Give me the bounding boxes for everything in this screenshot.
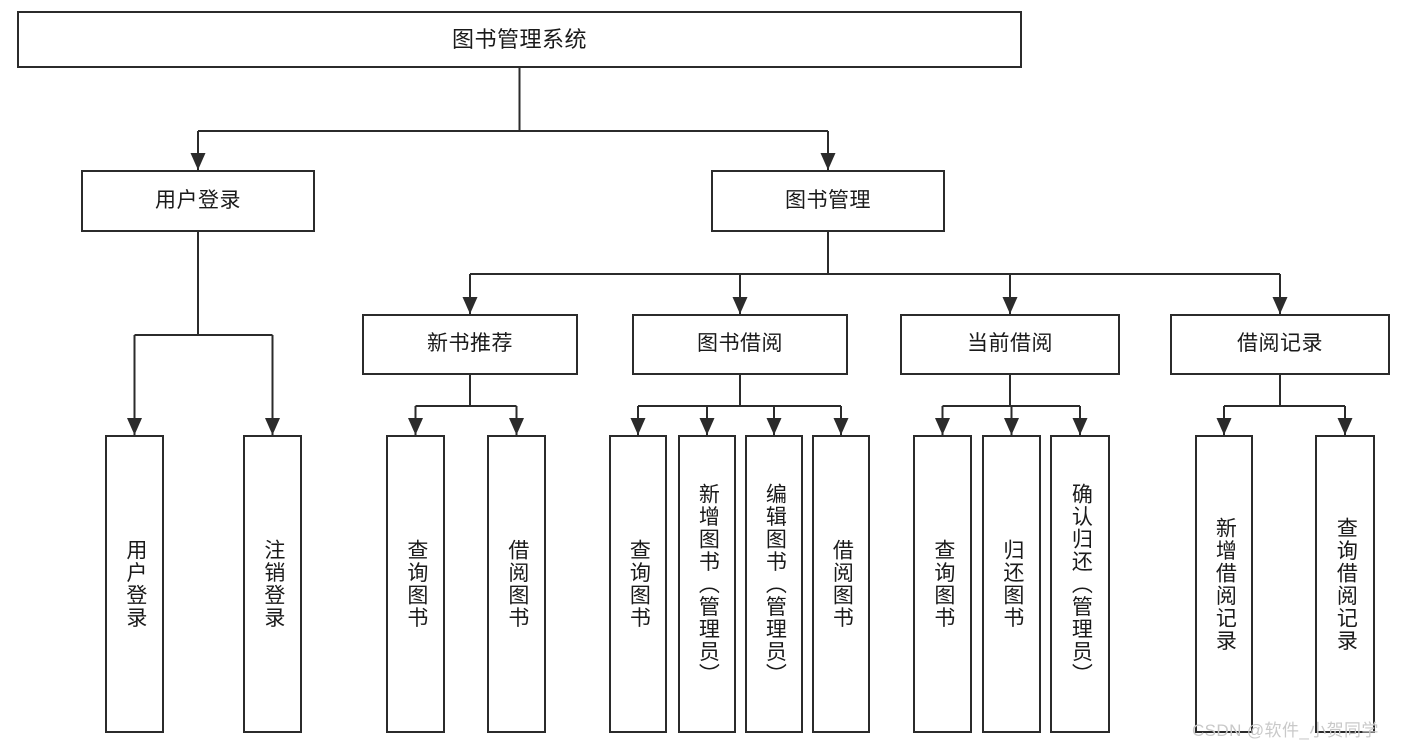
arrowhead-icon bbox=[1272, 297, 1288, 314]
arrowhead-icon bbox=[190, 153, 206, 170]
arrowhead-icon bbox=[127, 418, 142, 435]
node-label: 图书借阅 bbox=[697, 332, 783, 356]
node-l2-newbook[interactable]: 新书推荐 bbox=[362, 314, 578, 375]
node-label: 查询图书 bbox=[404, 539, 428, 629]
node-label: 查询图书 bbox=[627, 539, 651, 629]
node-label: 查询借阅记录 bbox=[1334, 516, 1358, 652]
arrowhead-icon bbox=[1072, 418, 1088, 435]
node-leaf-bo-add[interactable]: 新增图书（管理员） bbox=[678, 435, 736, 733]
node-leaf-new-borrow[interactable]: 借阅图书 bbox=[487, 435, 546, 733]
node-label: 用户登录 bbox=[123, 539, 147, 629]
node-label: 新书推荐 bbox=[427, 332, 513, 356]
node-root[interactable]: 图书管理系统 bbox=[17, 11, 1022, 68]
arrowhead-icon bbox=[462, 297, 478, 314]
node-label: 新增借阅记录 bbox=[1213, 516, 1237, 652]
node-label: 当前借阅 bbox=[967, 332, 1053, 356]
node-label: 新增图书（管理员） bbox=[696, 482, 720, 686]
arrowhead-icon bbox=[699, 418, 715, 435]
arrowhead-icon bbox=[265, 418, 280, 435]
node-leaf-bo-edit[interactable]: 编辑图书（管理员） bbox=[745, 435, 803, 733]
node-label: 图书管理 bbox=[785, 188, 871, 212]
node-l2-borrow[interactable]: 图书借阅 bbox=[632, 314, 848, 375]
node-l2-current[interactable]: 当前借阅 bbox=[900, 314, 1120, 375]
node-leaf-bo-query[interactable]: 查询图书 bbox=[609, 435, 667, 733]
node-label: 借阅记录 bbox=[1237, 332, 1323, 356]
node-label: 借阅图书 bbox=[505, 539, 529, 629]
node-leaf-user-login[interactable]: 用户登录 bbox=[105, 435, 164, 733]
node-leaf-cur-return[interactable]: 归还图书 bbox=[982, 435, 1041, 733]
node-label: 查询图书 bbox=[931, 539, 955, 629]
node-leaf-rec-add[interactable]: 新增借阅记录 bbox=[1195, 435, 1253, 733]
node-leaf-cur-query[interactable]: 查询图书 bbox=[913, 435, 972, 733]
node-label: 确认归还（管理员） bbox=[1069, 482, 1093, 686]
arrowhead-icon bbox=[766, 418, 782, 435]
node-l1-book[interactable]: 图书管理 bbox=[711, 170, 945, 232]
node-leaf-cur-confirm[interactable]: 确认归还（管理员） bbox=[1050, 435, 1110, 733]
arrowhead-icon bbox=[935, 418, 950, 435]
node-leaf-user-logout[interactable]: 注销登录 bbox=[243, 435, 302, 733]
arrowhead-icon bbox=[630, 418, 646, 435]
watermark-text: CSDN @软件_小贺同学 bbox=[1192, 721, 1379, 740]
arrowhead-icon bbox=[833, 418, 849, 435]
node-label: 用户登录 bbox=[155, 188, 241, 212]
node-l2-record[interactable]: 借阅记录 bbox=[1170, 314, 1390, 375]
arrowhead-icon bbox=[509, 418, 524, 435]
node-label: 归还图书 bbox=[1000, 539, 1024, 629]
arrowhead-icon bbox=[732, 297, 748, 314]
arrowhead-icon bbox=[408, 418, 423, 435]
arrowhead-icon bbox=[1216, 418, 1232, 435]
arrowhead-icon bbox=[1002, 297, 1018, 314]
node-label: 图书管理系统 bbox=[451, 26, 587, 52]
node-leaf-rec-query[interactable]: 查询借阅记录 bbox=[1315, 435, 1375, 733]
node-leaf-new-query[interactable]: 查询图书 bbox=[386, 435, 445, 733]
node-label: 注销登录 bbox=[261, 539, 285, 629]
node-l1-user[interactable]: 用户登录 bbox=[81, 170, 315, 232]
node-leaf-bo-borrow[interactable]: 借阅图书 bbox=[812, 435, 870, 733]
arrowhead-icon bbox=[1004, 418, 1019, 435]
arrowhead-icon bbox=[1337, 418, 1353, 435]
node-label: 借阅图书 bbox=[830, 539, 854, 629]
node-label: 编辑图书（管理员） bbox=[763, 482, 787, 686]
arrowhead-icon bbox=[820, 153, 836, 170]
